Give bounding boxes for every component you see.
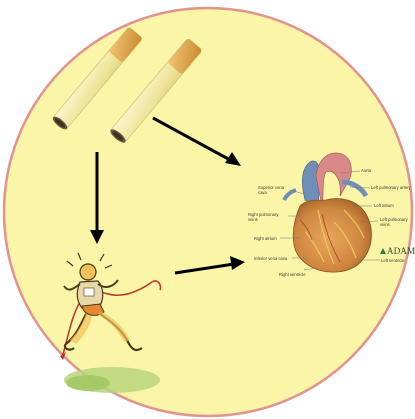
label-superior-vena-cava: Superior vena cava — [258, 185, 284, 195]
adam-logo-icon — [380, 248, 386, 254]
label-left-atrium: Left atrium — [374, 203, 394, 208]
label-left-pulmonary-artery: Left pulmonary artery — [371, 185, 411, 190]
brand-adam: ADAM — [387, 246, 415, 256]
label-inferior-vena-cava: Inferior vena cava — [254, 256, 287, 261]
label-left-ventricle: Left ventricle — [381, 258, 405, 263]
label-right-pulmonary-veins-line2: veins — [248, 217, 279, 222]
label-right-pulmonary-veins: Right pulmonary veins — [248, 212, 279, 222]
label-left-pulmonary-veins: Left pulmonary veins — [380, 217, 408, 227]
label-superior-vena-cava-line2: cava — [258, 190, 284, 195]
label-left-pulmonary-veins-line2: veins — [380, 222, 408, 227]
label-right-ventricle: Right ventricle — [279, 272, 306, 277]
label-aorta: Aorta — [361, 168, 371, 173]
label-right-atrium: Right atrium — [254, 236, 277, 241]
